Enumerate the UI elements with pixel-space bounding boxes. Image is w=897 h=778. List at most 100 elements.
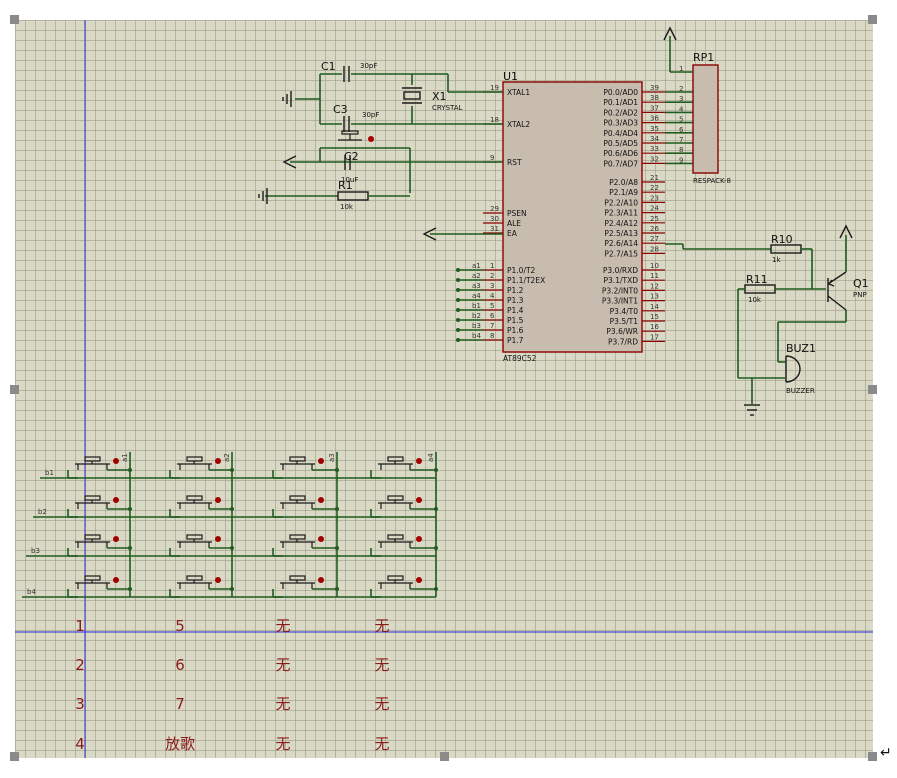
keypad-key[interactable] [370, 575, 438, 598]
mcu-pin-number: 32 [650, 155, 659, 163]
power-arrow-icon [663, 26, 677, 41]
net-label: b2 [472, 312, 481, 320]
resistor-r10-symbol[interactable] [770, 244, 802, 254]
mcu-pin-label: P0.5/AD5 [603, 139, 638, 148]
key-map-cell: 无 [275, 656, 290, 674]
keypad-col-label: a3 [328, 453, 336, 462]
buzzer-buz1-symbol[interactable] [785, 355, 801, 383]
keypad-key[interactable] [67, 456, 132, 479]
resize-handle[interactable] [868, 15, 877, 24]
mcu-pin-number: 24 [650, 205, 659, 213]
rp1-pin-number: 5 [679, 116, 683, 124]
resistor-r11-symbol[interactable] [744, 284, 776, 294]
mcu-pin-number: 8 [490, 332, 494, 340]
mcu-pin-label: P2.1/A9 [609, 188, 638, 197]
mcu-pin-number: 2 [490, 272, 494, 280]
c3-ref: C3 [333, 103, 348, 116]
mcu-pin-label: P3.7/RD [608, 337, 638, 346]
mcu-pin-label: P1.0/T2 [507, 266, 536, 275]
mcu-pin-label: P1.4 [507, 306, 524, 315]
keypad-key[interactable] [67, 495, 132, 518]
x1-ref: X1 [432, 90, 447, 103]
keypad-key[interactable] [169, 534, 234, 557]
rp1-pin-number: 8 [679, 146, 683, 154]
mcu-pin-label: P2.0/A8 [609, 178, 638, 187]
mcu-pin-number: 33 [650, 145, 659, 153]
net-label: a2 [472, 272, 481, 280]
mcu-pin-number: 21 [650, 174, 659, 182]
keypad-key[interactable] [169, 575, 234, 598]
keypad-key[interactable] [370, 495, 438, 518]
power-arrow-icon [282, 155, 297, 169]
mcu-body[interactable] [502, 81, 643, 353]
buzzer-driver: R10 1k R11 10k Q1 PNP BUZ1 BUZZER [665, 224, 869, 416]
q1-ref: Q1 [853, 277, 869, 290]
r11-value: 10k [748, 296, 762, 304]
mcu-pin-number: 23 [650, 194, 659, 202]
keypad-key[interactable] [67, 575, 132, 598]
mcu-pin-label: P3.4/T0 [610, 307, 639, 316]
mcu-pin-number: 22 [650, 184, 659, 192]
net-label: b4 [472, 332, 481, 340]
paragraph-mark: ↵ [880, 745, 892, 761]
mcu-pin-label: P0.2/AD2 [603, 108, 638, 117]
keypad-key[interactable] [272, 575, 339, 598]
schematic-sheet[interactable] [15, 20, 873, 758]
keypad-col-label: a2 [223, 453, 231, 462]
rp1-ref: RP1 [693, 51, 714, 64]
keypad-key[interactable] [169, 495, 234, 518]
mcu-pin-number: 7 [490, 322, 494, 330]
keypad-key[interactable] [272, 456, 339, 479]
mcu-pin-number: 26 [650, 225, 659, 233]
key-map-cell: 2 [75, 656, 85, 674]
mcu-pin-label: P1.2 [507, 286, 524, 295]
rp1-body[interactable] [692, 64, 719, 174]
mcu-pin-number: 16 [650, 323, 659, 331]
resistor-r1-symbol[interactable] [337, 191, 369, 201]
c1-value: 30pF [360, 62, 377, 70]
mcu-pin-number: 18 [490, 116, 499, 124]
keypad-row-label: b1 [45, 469, 54, 477]
resize-handle[interactable] [868, 752, 877, 761]
mcu-pin-label: P1.1/T2EX [507, 276, 545, 285]
resize-handle[interactable] [10, 385, 19, 394]
resize-handle[interactable] [868, 385, 877, 394]
net-label: a1 [472, 262, 481, 270]
keypad-key[interactable] [169, 456, 234, 479]
buz1-ref: BUZ1 [786, 342, 816, 355]
mcu-pin-number: 6 [490, 312, 495, 320]
resize-handle[interactable] [10, 15, 19, 24]
keypad-row-label: b2 [38, 508, 47, 516]
mcu-pin-label: P0.4/AD4 [603, 129, 638, 138]
mcu-pin-number: 14 [650, 303, 659, 311]
key-map-cell: 6 [175, 656, 185, 674]
resize-handle[interactable] [10, 752, 19, 761]
r10-ref: R10 [771, 233, 793, 246]
oscillator-circuit: C1 30pF C3 30pF X1 CRYSTAL [258, 60, 503, 241]
mcu-pin-label: P0.6/AD6 [603, 149, 638, 158]
key-map-cell: 3 [75, 695, 85, 713]
c2-value: 10uF [341, 176, 358, 184]
keypad-key[interactable] [272, 534, 339, 557]
mcu-pin-number: 38 [650, 94, 659, 102]
mcu-pin-label: P3.3/INT1 [602, 297, 638, 306]
keypad-key[interactable] [272, 495, 339, 518]
key-map-cell: 7 [175, 695, 185, 713]
resize-handle[interactable] [440, 752, 449, 761]
keypad-key[interactable] [370, 534, 438, 557]
keypad-key[interactable] [370, 456, 438, 479]
rp1-pin-number: 6 [679, 126, 684, 134]
mcu-pin-label: P2.4/A12 [604, 219, 638, 228]
q1-value: PNP [853, 291, 867, 299]
c3-value: 30pF [362, 111, 379, 119]
key-map-cell: 放歌 [165, 735, 195, 753]
keypad-key[interactable] [67, 534, 132, 557]
keypad-col-label: a1 [121, 453, 129, 462]
mcu-ref: U1 [503, 70, 518, 83]
mcu-pin-number: 31 [490, 225, 499, 233]
mcu-pin-number: 25 [650, 215, 659, 223]
r1-value: 10k [340, 203, 354, 211]
mcu-pin-number: 10 [650, 262, 659, 270]
